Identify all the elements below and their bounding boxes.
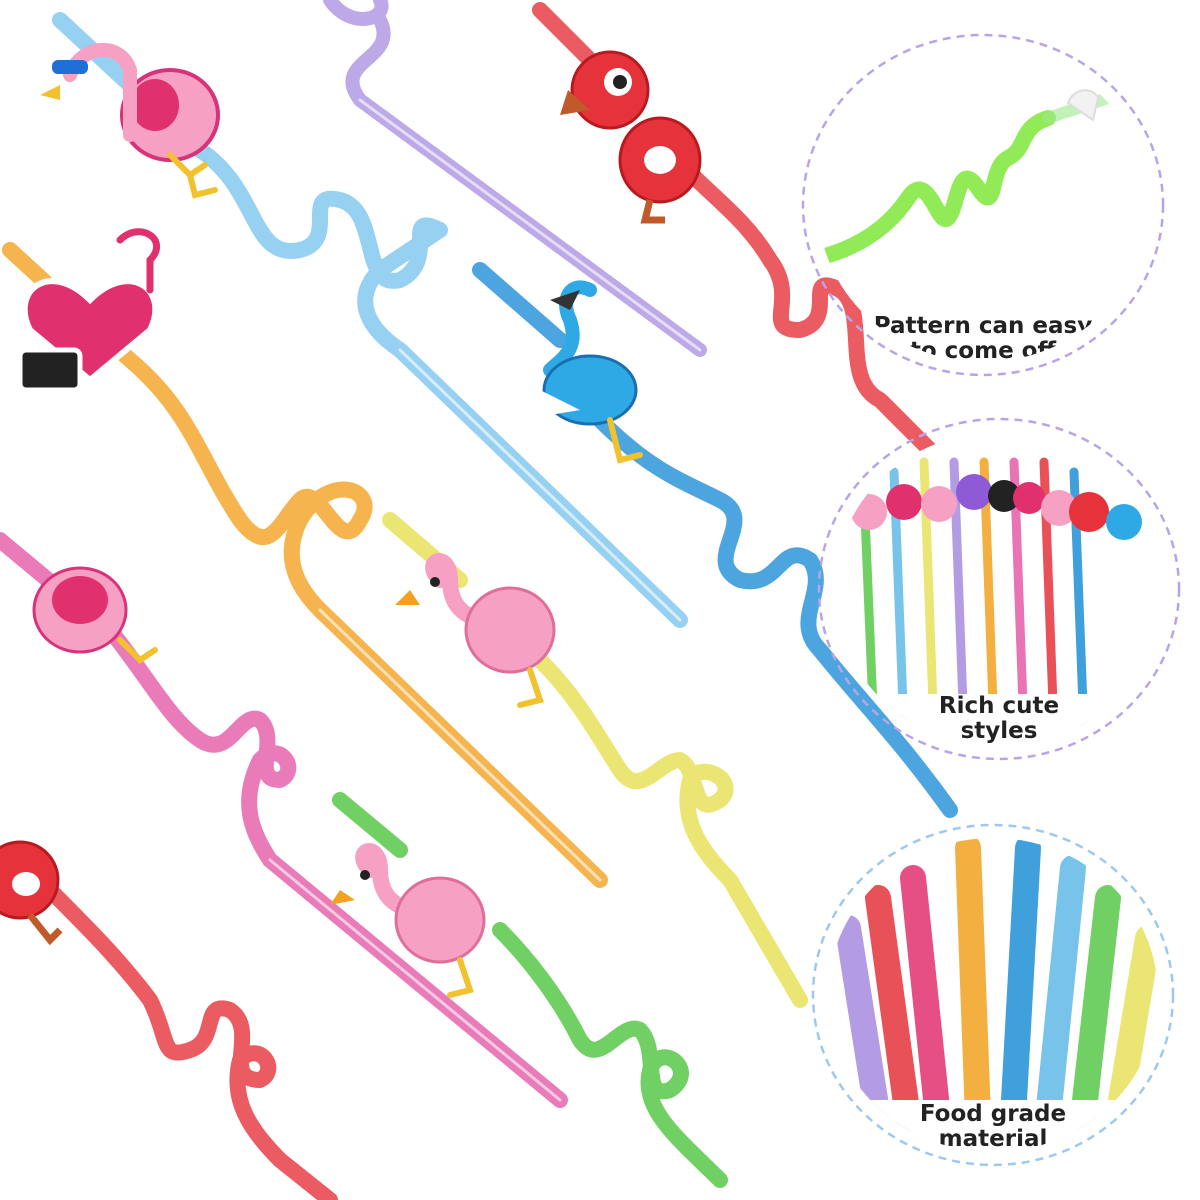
dashed-ring — [811, 823, 1175, 1167]
label-backdrop — [818, 310, 1148, 362]
callout-styles: Rich cute styles — [812, 412, 1186, 766]
green-straw-closeup-icon — [818, 48, 1148, 362]
parrot-red-bottom-icon — [0, 840, 63, 946]
callout-label-line2: material — [938, 1126, 1048, 1152]
straw-tubes-icon — [828, 838, 1158, 1152]
straw-orange — [2, 242, 608, 888]
i-love-flamingo-icon — [17, 228, 160, 393]
straw-set-icon — [834, 432, 1164, 746]
callout-label-line2: styles — [960, 718, 1038, 744]
flamingo-pink-icon — [395, 553, 556, 708]
label-backdrop — [834, 694, 1164, 746]
straw-green — [332, 792, 728, 1188]
callout-photo: Food grade material — [828, 838, 1158, 1152]
callout-pattern: Pattern can easy to come off — [796, 28, 1170, 382]
callout-label-line2: to come off — [909, 338, 1057, 363]
dashed-ring — [801, 33, 1165, 377]
callout-label-2: Rich cute styles — [834, 694, 1164, 744]
callout-material: Food grade material — [806, 818, 1180, 1172]
callout-label-line1: Food grade — [919, 1101, 1067, 1127]
dashed-ring — [817, 417, 1181, 761]
callout-label-line1: Rich cute — [938, 693, 1060, 719]
callout-label-1: Pattern can easy to come off — [818, 313, 1148, 363]
straw-light-blue — [52, 12, 688, 628]
callout-photo: Pattern can easy to come off — [818, 48, 1148, 362]
label-backdrop — [828, 1100, 1158, 1152]
flamingo-pink-bottom-icon — [330, 843, 486, 998]
flamingo-blue-icon — [520, 280, 643, 464]
straw-purple — [323, 0, 707, 357]
parrot-red-icon — [560, 50, 702, 224]
callout-label-3: Food grade material — [828, 1102, 1158, 1152]
straw-red-bottom — [32, 872, 338, 1200]
callout-photo: Rich cute styles — [834, 432, 1164, 746]
flamingo-sunglasses-icon — [40, 42, 220, 199]
callout-label-line1: Pattern can easy — [873, 313, 1093, 339]
flamingo-magenta-icon — [32, 566, 158, 664]
